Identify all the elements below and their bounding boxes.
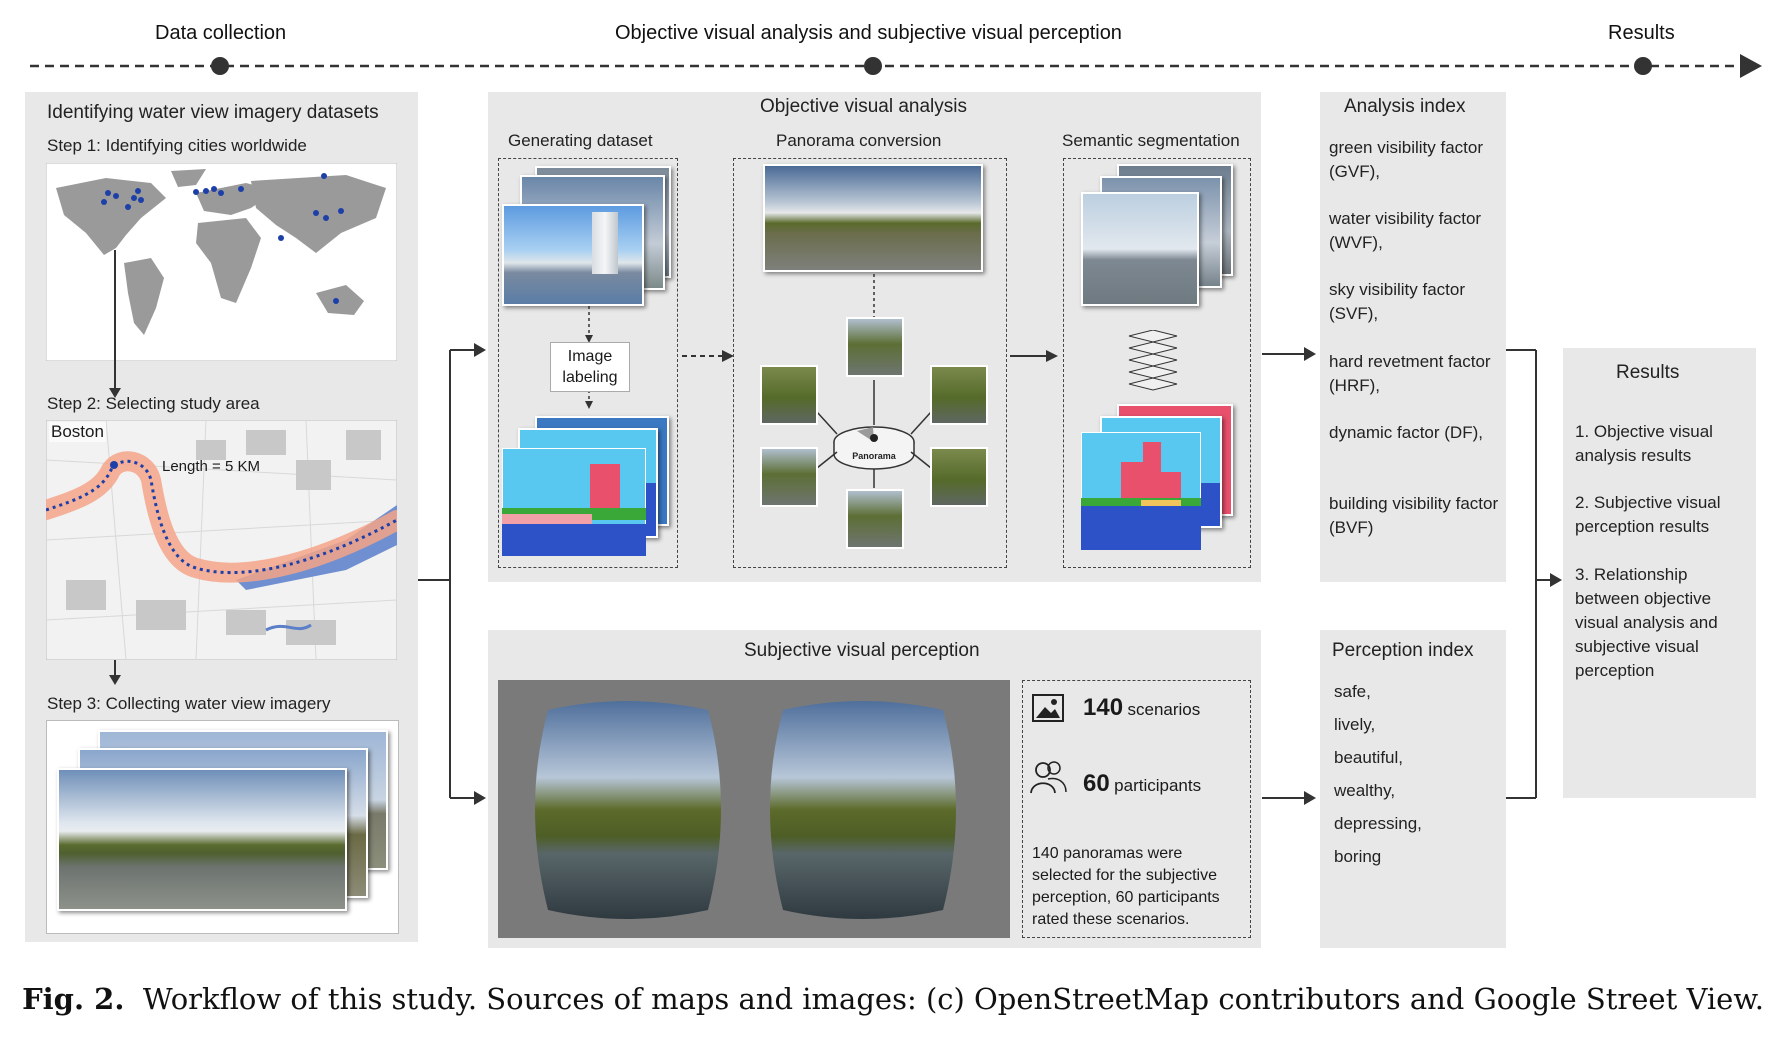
panorama-camera-icon: Panorama [833, 426, 915, 470]
semantic-segmentation-box [1063, 158, 1251, 568]
results-item: 1. Objective visual analysis results [1575, 422, 1713, 465]
perception-item: depressing, [1334, 814, 1422, 833]
south-america-shape [124, 258, 164, 335]
map-length-label: Length = 5 KM [162, 458, 260, 475]
dataset-photo-tower [592, 212, 618, 274]
image-icon [1032, 694, 1064, 722]
results-panel [1563, 348, 1756, 798]
people-icon [1030, 761, 1067, 794]
analysis-item: sky visibility factor (SVF), [1329, 280, 1466, 323]
analysis-item: water visibility factor (WVF), [1329, 209, 1482, 252]
timeline-stage-data-collection: Data collection [155, 22, 287, 44]
vr-left-eye [535, 701, 721, 919]
perception-item: beautiful, [1334, 748, 1403, 767]
figure-caption: Fig. 2. Workflow of this study. Sources … [0, 982, 1786, 1016]
vr-right-eye [770, 701, 956, 919]
analysis-item: hard revetment factor (HRF), [1329, 352, 1491, 395]
seg-input-front [1081, 192, 1199, 306]
map-city-label: Boston [49, 422, 106, 442]
river-dotted-line [46, 459, 397, 575]
africa-shape [196, 218, 261, 303]
australia-shape [316, 285, 364, 315]
participants-number: 60 [1083, 770, 1110, 797]
panorama-conversion-title: Panorama conversion [776, 131, 942, 150]
labeled-image-front [502, 448, 646, 556]
selection-note: 140 panoramas were selected for the subj… [1032, 845, 1220, 928]
participants-stat: 60 participants [1083, 770, 1201, 798]
seg-output-front [1081, 432, 1201, 550]
step2-label: Step 2: Selecting study area [47, 394, 260, 413]
analysis-index-panel [1320, 92, 1506, 582]
perception-item: boring [1334, 847, 1382, 866]
dataset-to-panorama-arrow [682, 350, 734, 362]
perception-index-panel [1320, 630, 1506, 948]
figure-caption-text: Workflow of this study. Sources of maps … [142, 982, 1764, 1016]
to-results-connector [1506, 349, 1562, 799]
panorama-conversion-box [733, 158, 1007, 568]
generating-dataset-box [498, 158, 678, 568]
results-title: Results [1616, 362, 1680, 383]
step1-label: Step 1: Identifying cities worldwide [47, 136, 307, 155]
timeline-dot-3 [1634, 57, 1652, 75]
perception-item: lively, [1334, 715, 1376, 734]
panorama-text: Panorama [852, 451, 897, 461]
participants-label: participants [1114, 776, 1202, 795]
timeline-stage-analysis: Objective visual analysis and subjective… [615, 22, 1122, 44]
greenland-shape [171, 169, 206, 187]
scenarios-label: scenarios [1127, 700, 1201, 719]
layers-icon [1128, 330, 1178, 391]
panorama-cube-diagram: Panorama [760, 274, 988, 549]
results-item: 3. Relationship between objective visual… [1575, 565, 1718, 680]
results-item: 2. Subjective visual perception results [1575, 493, 1721, 536]
subjective-perception-title: Subjective visual perception [744, 640, 980, 661]
scenarios-stat: 140 scenarios [1083, 694, 1200, 722]
labeling-arrows [585, 306, 593, 409]
timeline-dot-2 [864, 57, 882, 75]
participation-stats-box [1022, 680, 1251, 938]
timeline-dot-1 [211, 57, 229, 75]
image-labeling-box: Image labeling [550, 342, 630, 392]
vr-stereo-view [498, 680, 1010, 938]
perception-item: safe, [1334, 682, 1371, 701]
data-collection-title: Identifying water view imagery datasets [47, 102, 379, 123]
semantic-segmentation-title: Semantic segmentation [1062, 131, 1240, 150]
step3-label: Step 3: Collecting water view imagery [47, 694, 331, 713]
north-america-shape [56, 178, 166, 255]
objective-analysis-title: Objective visual analysis [760, 96, 967, 117]
world-map [46, 163, 397, 361]
scenarios-number: 140 [1083, 694, 1124, 721]
panorama-to-segmentation-arrow [1010, 350, 1058, 362]
timeline-stage-results: Results [1608, 22, 1675, 44]
to-index-arrows [1262, 347, 1316, 805]
perception-index-title: Perception index [1332, 640, 1474, 661]
left-to-middle-connector [418, 343, 486, 805]
generating-dataset-title: Generating dataset [508, 131, 653, 150]
perception-item: wealthy, [1334, 781, 1396, 800]
analysis-item: green visibility factor (GVF), [1329, 138, 1484, 181]
analysis-item: building visibility factor (BVF) [1329, 494, 1499, 537]
timeline-arrowhead [1740, 54, 1762, 78]
panorama-front [57, 768, 347, 911]
analysis-index-title: Analysis index [1344, 96, 1466, 117]
figure-label: Fig. 2. [22, 982, 125, 1016]
analysis-item: dynamic factor (DF), [1329, 423, 1483, 442]
panorama-image [763, 164, 983, 272]
boston-map [46, 420, 397, 660]
dataset-photo-front [502, 204, 644, 306]
timeline [30, 54, 1762, 78]
